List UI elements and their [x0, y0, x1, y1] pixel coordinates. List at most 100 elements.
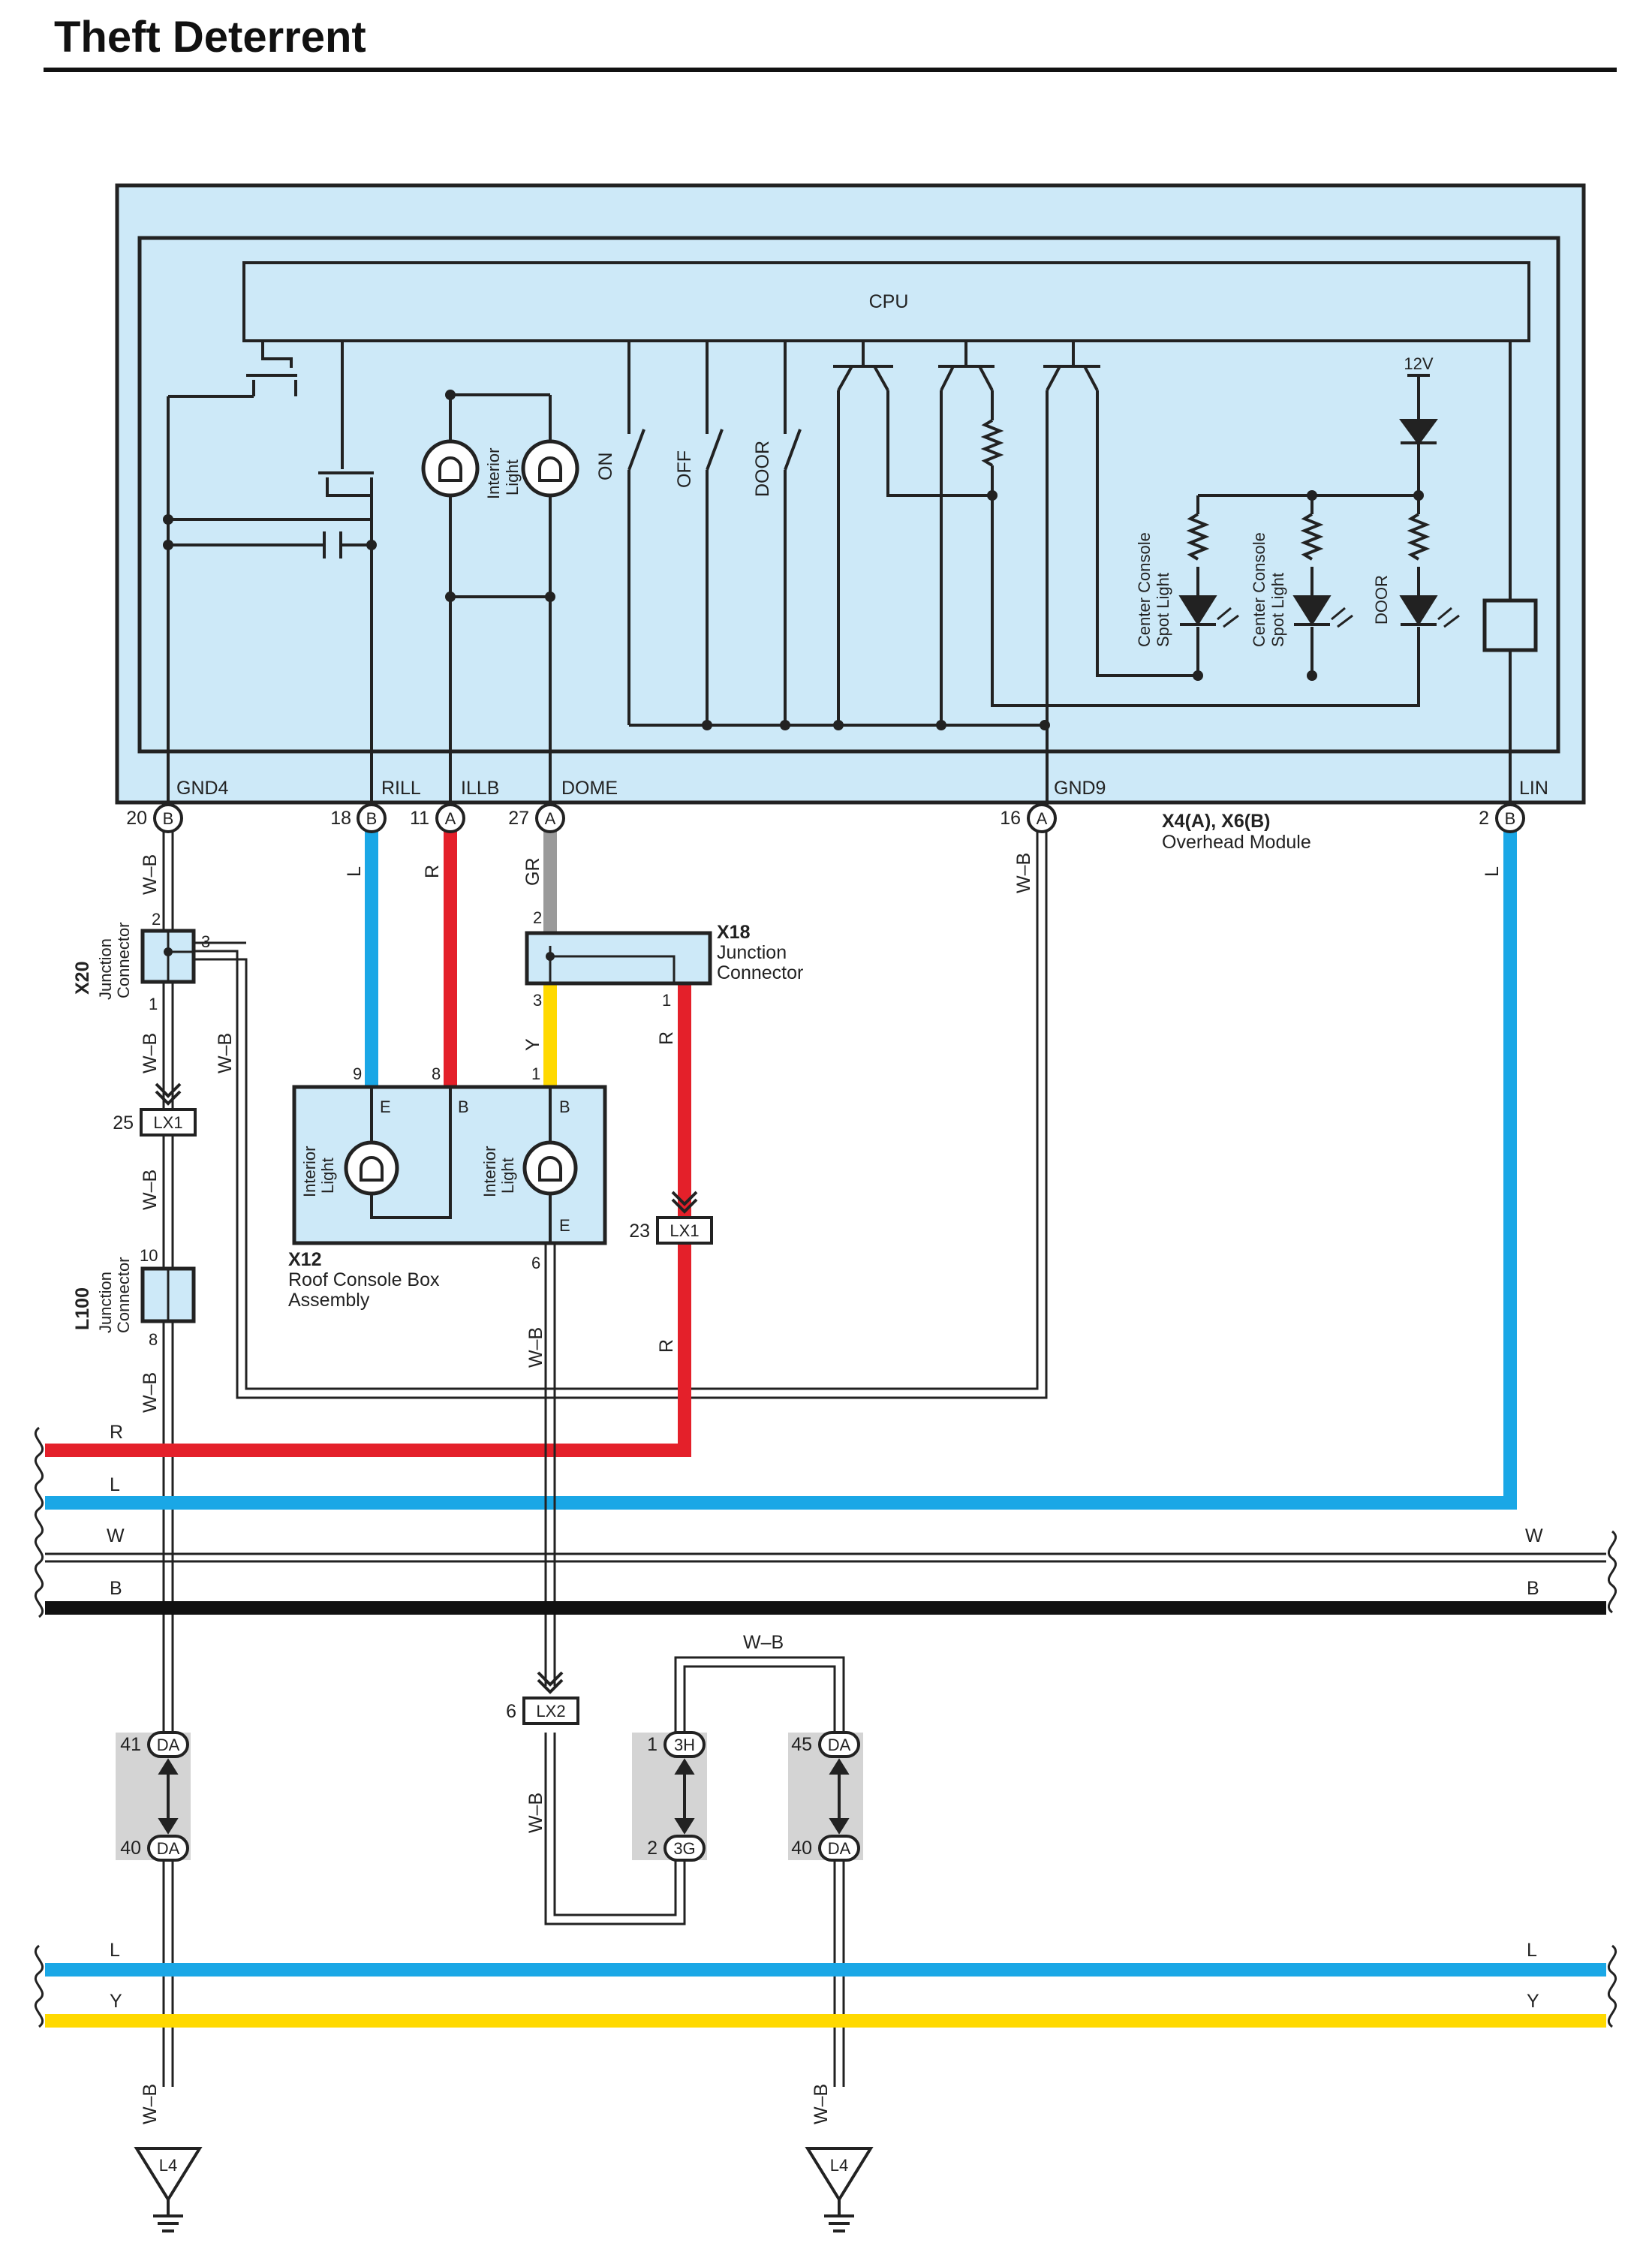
lx1-left-label: LX1 — [153, 1113, 182, 1132]
x12-label-1: Roof Console Box — [288, 1269, 440, 1290]
wire-x18-red — [45, 983, 691, 1457]
pin-num-lin: 2 — [1479, 808, 1489, 829]
x20-pin3: 3 — [201, 932, 210, 951]
module-resistors — [980, 419, 1431, 561]
x12-pin9: 9 — [353, 1064, 362, 1083]
x18-pin1: 1 — [662, 991, 671, 1010]
door-led-label: DOOR — [1372, 575, 1391, 625]
pin-conn-gnd4: B — [163, 809, 174, 828]
bus-label-w-left: W — [107, 1525, 125, 1546]
pin-conn-illb: A — [445, 809, 456, 828]
x18-pin3: 3 — [533, 991, 542, 1010]
da-right-top-label: DA — [828, 1736, 851, 1754]
x18-connector — [525, 931, 712, 986]
x12-pin8: 8 — [432, 1064, 441, 1083]
x20-label-2: Connector — [114, 922, 133, 998]
module-interior-light-label-1: Interior — [484, 448, 503, 499]
lx2-pin: 6 — [506, 1701, 516, 1722]
x12-pin6: 6 — [531, 1254, 540, 1272]
ground-lines — [153, 2199, 854, 2232]
connector-chevrons — [155, 1082, 698, 1694]
title-rule — [44, 68, 1617, 72]
x12-term-e2: E — [559, 1216, 570, 1235]
pin-name-lin: LIN — [1519, 778, 1548, 799]
lx2-label: LX2 — [536, 1702, 565, 1721]
module-internal-wiring — [167, 341, 1512, 807]
lx1-right-connector — [656, 1216, 713, 1245]
module-name: X4(A), X6(B) — [1162, 811, 1270, 832]
bus-label-b-right: B — [1527, 1578, 1539, 1599]
wire-label-ground-right-wb: W–B — [811, 2084, 832, 2124]
x12-light1-label-2: Light — [318, 1158, 337, 1194]
spot-light-2-label-b: Spot Light — [1268, 573, 1287, 647]
inline-connector-ovals — [147, 1731, 860, 1862]
module-interior-light-icons — [421, 439, 579, 498]
filament-marks — [438, 456, 562, 482]
bus-label-l2-left: L — [110, 1940, 120, 1961]
x20-pin2: 2 — [152, 910, 161, 929]
x12-term-b1: B — [458, 1097, 469, 1116]
bus-label-r-left: R — [110, 1422, 123, 1443]
pin-name-illb: ILLB — [461, 778, 499, 799]
l100-label-2: Connector — [114, 1257, 133, 1333]
wire-label-gnd9-wb: W–B — [1013, 853, 1034, 893]
switch-door-label: DOOR — [752, 441, 773, 497]
wire-label-x20-loop-wb: W–B — [215, 1033, 236, 1073]
lx1-left-pin: 25 — [113, 1112, 134, 1134]
bus-label-y-right: Y — [1527, 1991, 1539, 2012]
switch-off-label: OFF — [674, 450, 695, 488]
led-light-arrows — [1217, 607, 1460, 628]
da-right-bot-label: DA — [828, 1839, 851, 1858]
wire-3h-da-wb — [674, 1656, 845, 2087]
pin-name-gnd4: GND4 — [176, 778, 229, 799]
lin-interface-box — [1482, 598, 1538, 652]
x12-pin1: 1 — [531, 1064, 540, 1083]
bus-lines — [45, 1552, 1606, 2028]
spot-light-1-label-a: Center Console — [1135, 532, 1154, 647]
module-junction-dots — [163, 390, 1424, 730]
x20-pin1: 1 — [149, 995, 158, 1013]
x18-id: X18 — [717, 922, 751, 943]
l100-id: L100 — [72, 1287, 93, 1330]
x18-label-1: Junction — [717, 942, 787, 963]
pin-conn-rill: B — [366, 809, 378, 828]
spot-light-1-label-b: Spot Light — [1154, 573, 1172, 647]
pin-conn-lin: B — [1505, 809, 1516, 828]
ground-symbols — [134, 2147, 874, 2202]
pin-num-rill: 18 — [330, 808, 351, 829]
ground-left-label: L4 — [159, 2156, 177, 2175]
pin-name-rill: RILL — [381, 778, 421, 799]
l100-pin10: 10 — [140, 1246, 158, 1265]
bus-label-y-left: Y — [110, 1991, 122, 2012]
g3-pin: 2 — [647, 1838, 657, 1859]
module-leds — [1178, 595, 1438, 626]
wire-lin-blue — [45, 827, 1517, 1510]
x12-term-e1: E — [380, 1097, 391, 1116]
bus-label-l2-right: L — [1527, 1940, 1537, 1961]
x18-pin2: 2 — [533, 908, 542, 927]
wire-x20-gnd9-wb — [195, 827, 1048, 1399]
x20-id: X20 — [72, 962, 93, 995]
bus-label-l-left: L — [110, 1474, 120, 1495]
lx1-right-pin: 23 — [629, 1221, 650, 1242]
h3-label: 3H — [674, 1736, 695, 1754]
x12-filaments — [360, 1156, 562, 1182]
x20-dot — [164, 947, 173, 956]
wire-label-ground-left-wb: W–B — [140, 2084, 161, 2124]
wire-label-lin-l: L — [1482, 866, 1503, 877]
module-switches — [627, 429, 802, 471]
pin-num-gnd9: 16 — [1000, 808, 1021, 829]
wire-label-lx2-wb: W–B — [525, 1793, 546, 1833]
wire-label-lx1-wb: W–B — [140, 1170, 161, 1210]
wire-label-x18-y: Y — [522, 1038, 543, 1051]
da-left-top-pin: 41 — [120, 1734, 141, 1755]
pin-name-gnd9: GND9 — [1054, 778, 1106, 799]
diode-12v — [1399, 419, 1438, 446]
da-right-top-pin: 45 — [791, 1734, 812, 1755]
pin-conn-dome: A — [545, 809, 556, 828]
wire-label-loop-wb: W–B — [743, 1632, 784, 1653]
wire-label-lx1-r: R — [656, 1339, 677, 1353]
x12-light1-label-1: Interior — [300, 1146, 319, 1197]
x12-label-2: Assembly — [288, 1290, 370, 1311]
